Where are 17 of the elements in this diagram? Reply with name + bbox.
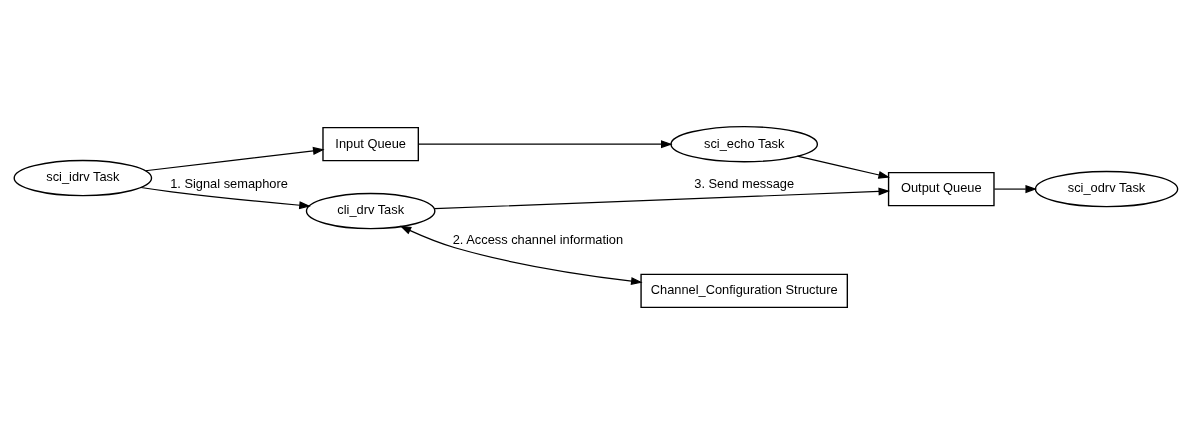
- arrow: [144, 146, 325, 172]
- node-ellipse: cli_drv Task: [305, 192, 436, 230]
- node-box: Input Queue: [322, 127, 419, 162]
- arrow: [993, 185, 1037, 194]
- arrow: [399, 225, 643, 286]
- node-ellipse: sci_idrv Task: [13, 159, 153, 197]
- node-box: Channel_Configuration Structure: [640, 273, 848, 308]
- edge-label: 2. Access channel information: [452, 232, 624, 248]
- arrow: [796, 155, 890, 179]
- edge-label: 3. Send message: [694, 176, 795, 192]
- node-ellipse: sci_odrv Task: [1034, 170, 1179, 208]
- node-ellipse: sci_echo Task: [670, 125, 819, 163]
- arrow: [418, 140, 673, 149]
- edge-label: 1. Signal semaphore: [170, 176, 288, 192]
- arrow: [140, 186, 311, 210]
- node-box: Output Queue: [887, 171, 995, 207]
- arrow: [433, 187, 891, 210]
